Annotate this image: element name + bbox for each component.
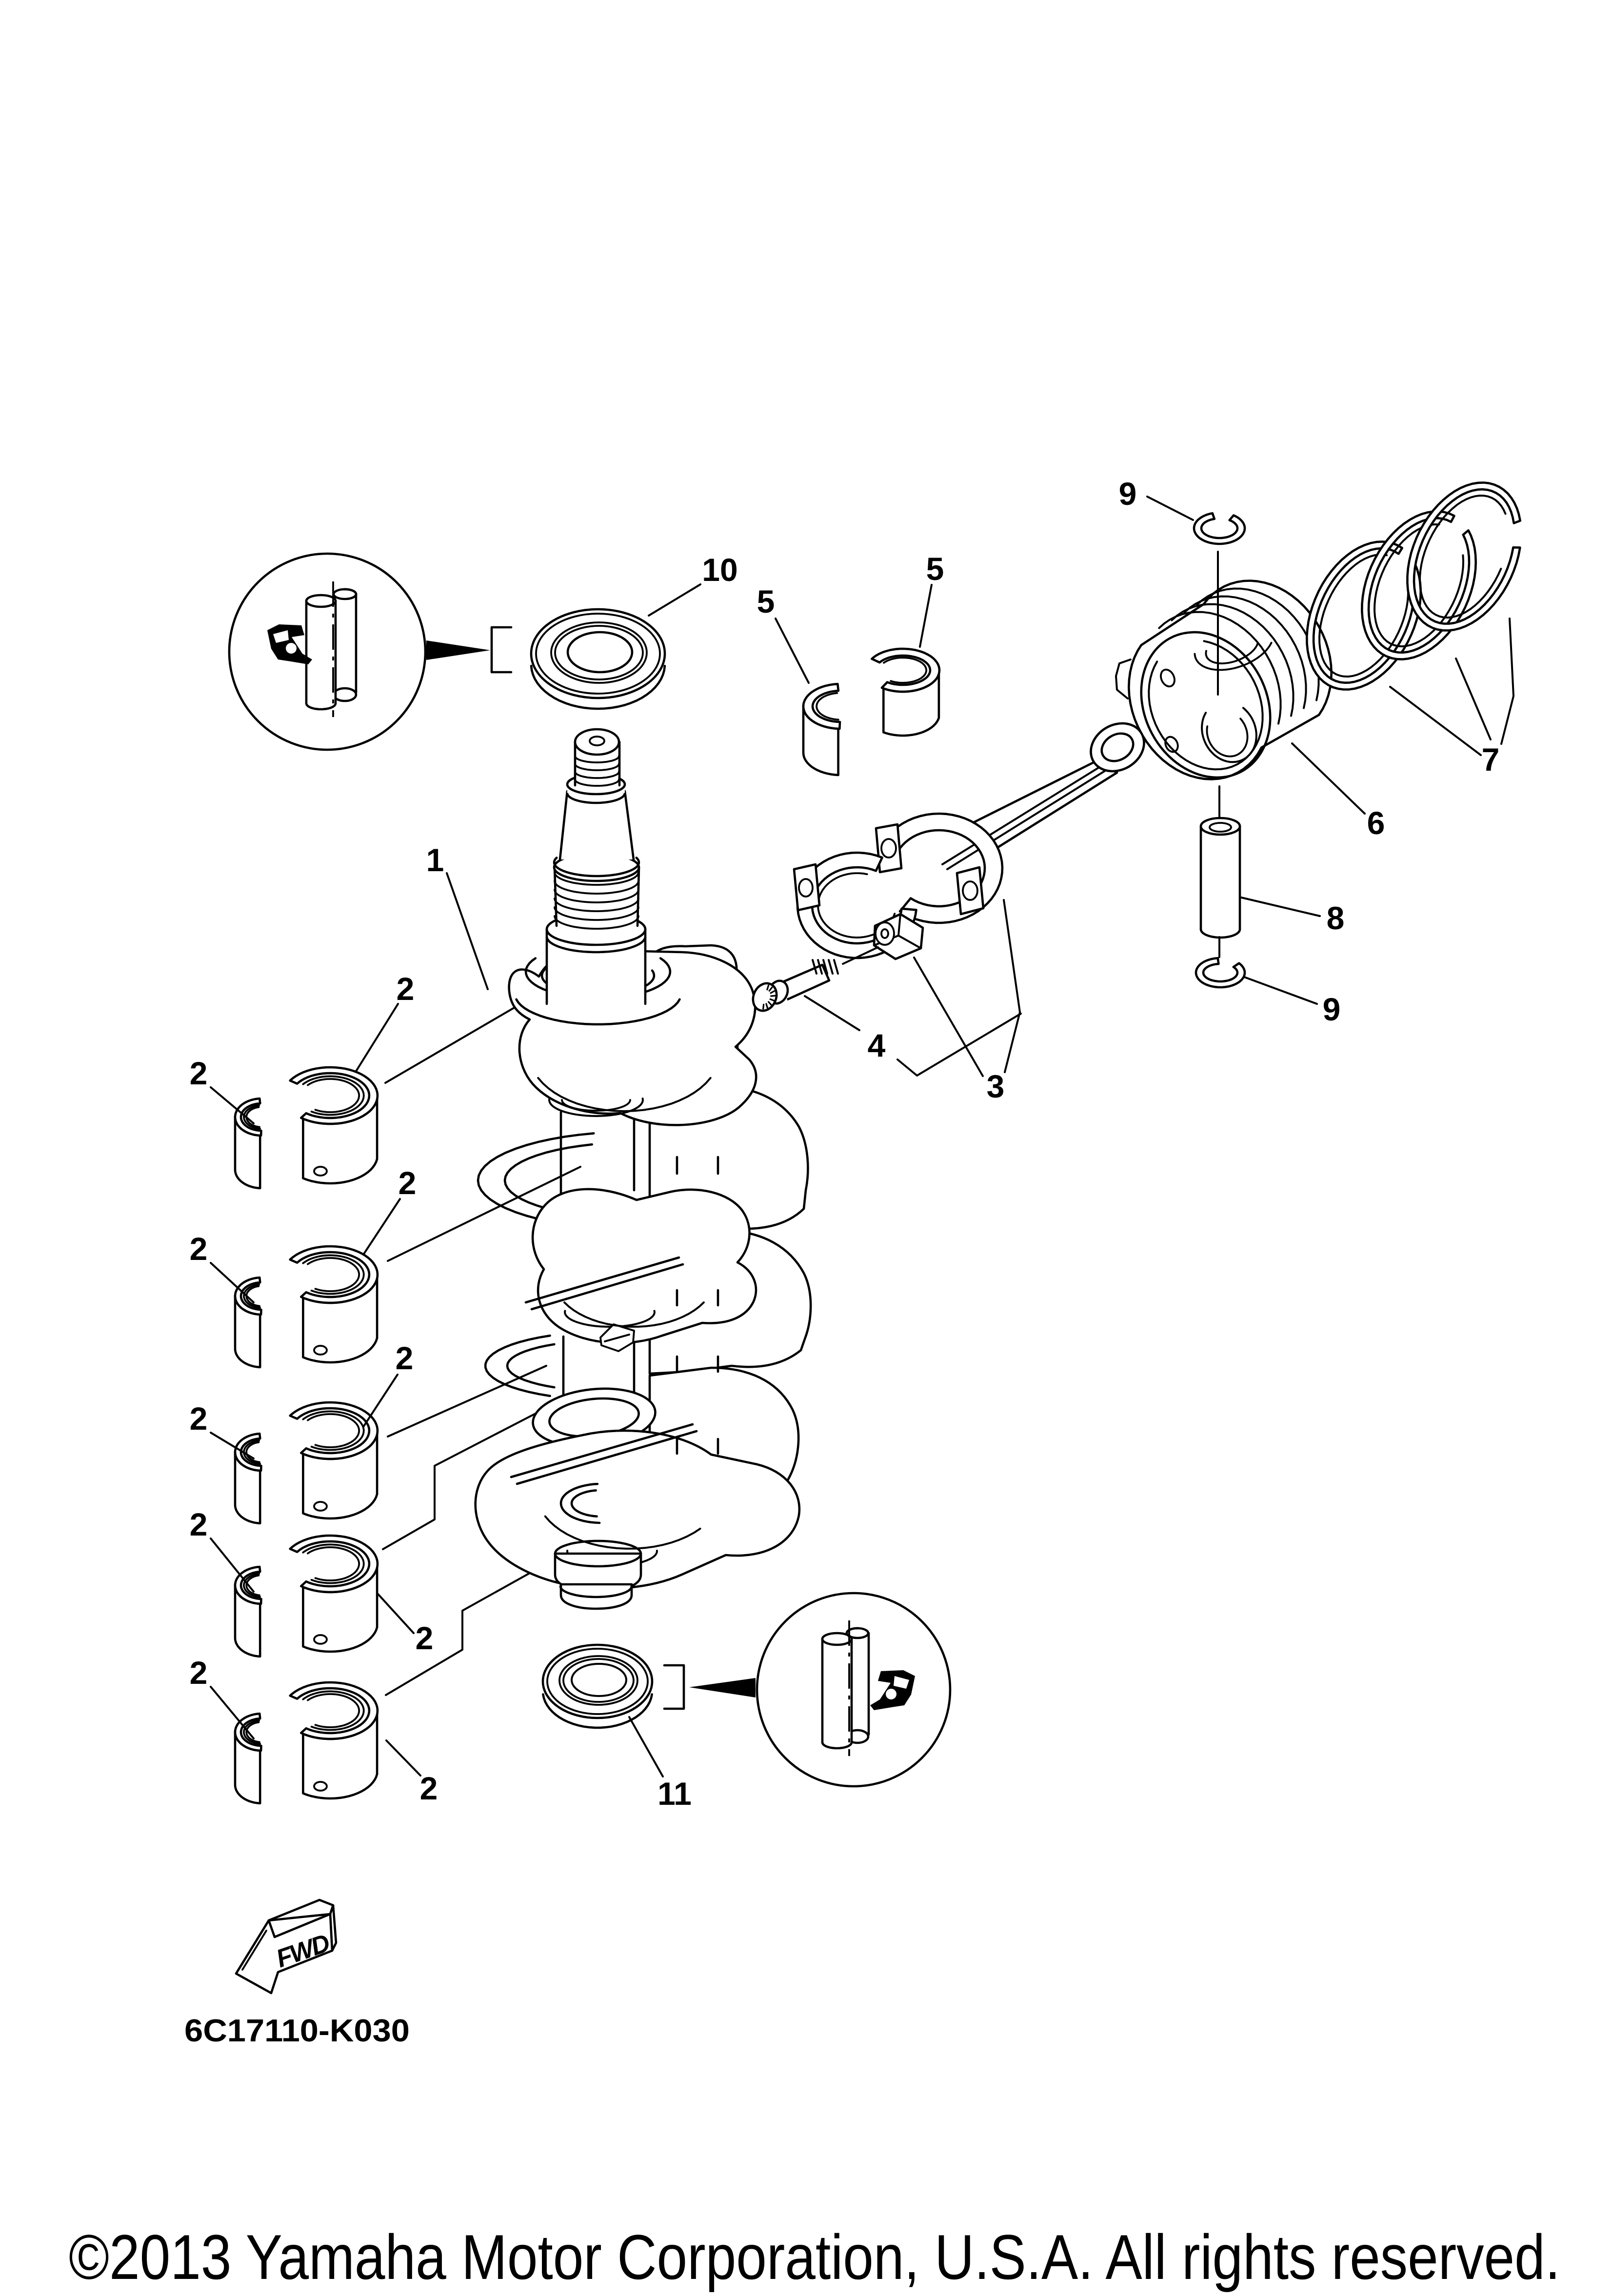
svg-text:©2013 Yamaha Motor Corporation: ©2013 Yamaha Motor Corporation, U.S.A. A… [69, 2221, 1560, 2293]
svg-text:7: 7 [1482, 741, 1500, 778]
svg-text:8: 8 [1327, 900, 1345, 936]
svg-text:3: 3 [987, 1068, 1005, 1104]
svg-text:10: 10 [702, 552, 737, 588]
svg-text:5: 5 [926, 551, 944, 587]
svg-text:2: 2 [190, 1506, 208, 1542]
svg-text:2: 2 [420, 1770, 438, 1806]
svg-text:6: 6 [1367, 805, 1385, 841]
svg-text:2: 2 [396, 1340, 414, 1376]
svg-text:2: 2 [416, 1620, 434, 1656]
svg-text:6C17110-K030: 6C17110-K030 [184, 2013, 410, 2048]
svg-text:4: 4 [868, 1027, 886, 1063]
svg-text:2: 2 [190, 1655, 208, 1691]
svg-text:5: 5 [757, 583, 775, 619]
svg-text:2: 2 [190, 1231, 208, 1267]
svg-text:9: 9 [1323, 991, 1341, 1027]
svg-text:2: 2 [190, 1400, 208, 1437]
svg-text:2: 2 [398, 1165, 417, 1201]
svg-text:9: 9 [1119, 476, 1137, 512]
svg-text:11: 11 [657, 1776, 692, 1812]
svg-text:2: 2 [397, 971, 415, 1007]
svg-text:1: 1 [426, 842, 444, 878]
svg-text:2: 2 [190, 1055, 208, 1091]
